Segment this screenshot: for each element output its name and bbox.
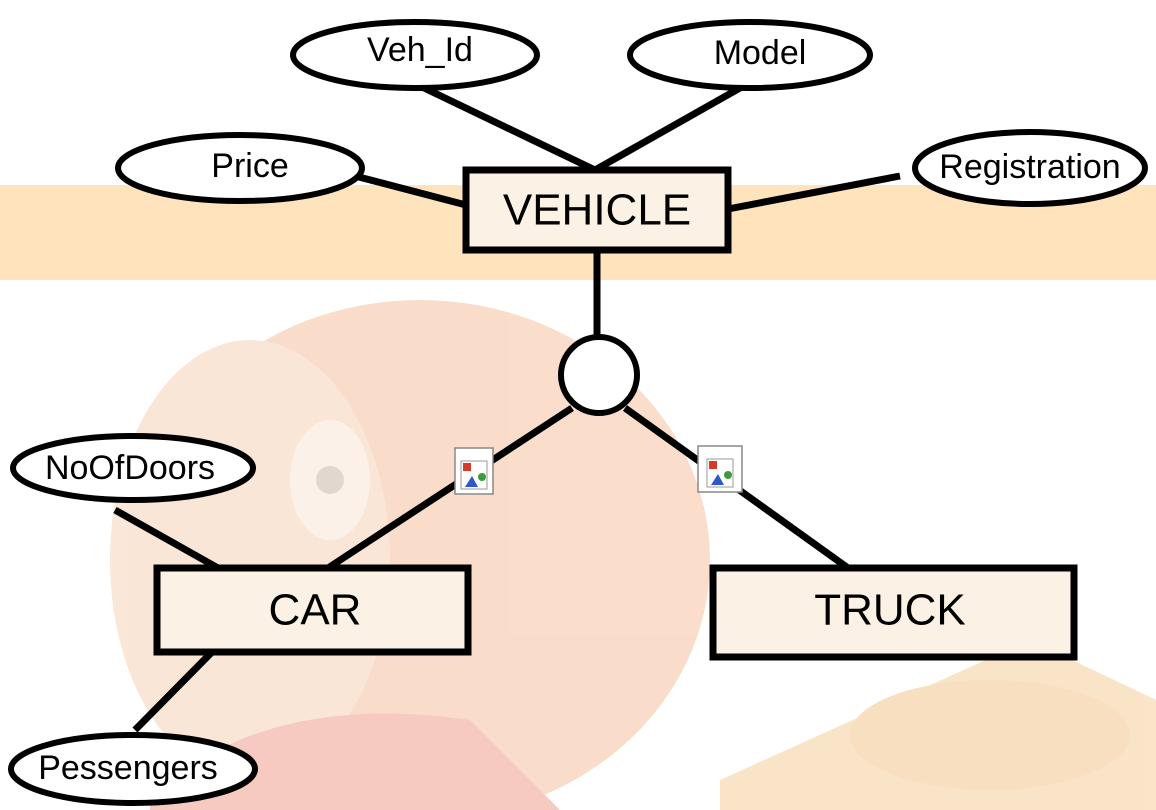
edge-noofdoors-car	[113, 506, 220, 572]
attribute-registration: Registration	[912, 129, 1148, 207]
entity-vehicle-label: VEHICLE	[503, 186, 691, 235]
attribute-model: Model	[627, 19, 873, 91]
connector-lines	[113, 82, 901, 733]
entity-car: CAR	[153, 564, 472, 656]
entity-vehicle: VEHICLE	[462, 166, 732, 254]
edge-circle-car	[326, 405, 574, 571]
broken-image-icon	[697, 445, 743, 493]
entity-car-label: CAR	[269, 586, 362, 635]
entity-truck: TRUCK	[709, 564, 1078, 661]
entity-truck-label: TRUCK	[814, 586, 966, 635]
attribute-model-label: Model	[714, 34, 807, 72]
attribute-veh-id: Veh_Id	[290, 19, 540, 91]
attribute-price-label: Price	[211, 147, 288, 185]
edge-vehid-vehicle	[418, 82, 597, 174]
attribute-registration-label: Registration	[939, 148, 1120, 186]
attribute-veh-id-label: Veh_Id	[367, 31, 473, 69]
edge-price-vehicle	[354, 172, 467, 209]
attribute-price: Price	[115, 132, 365, 204]
attribute-passengers-label: Pessengers	[38, 749, 218, 787]
edge-car-passengers	[132, 649, 215, 733]
attribute-no-of-doors: NoOfDoors	[10, 433, 256, 503]
specialization-circle-icon	[558, 334, 640, 416]
attribute-passengers: Pessengers	[8, 732, 258, 806]
edge-registration-vehicle	[727, 172, 901, 213]
broken-image-icon	[454, 447, 494, 495]
edge-model-vehicle	[593, 84, 742, 174]
attribute-no-of-doors-label: NoOfDoors	[45, 449, 215, 487]
